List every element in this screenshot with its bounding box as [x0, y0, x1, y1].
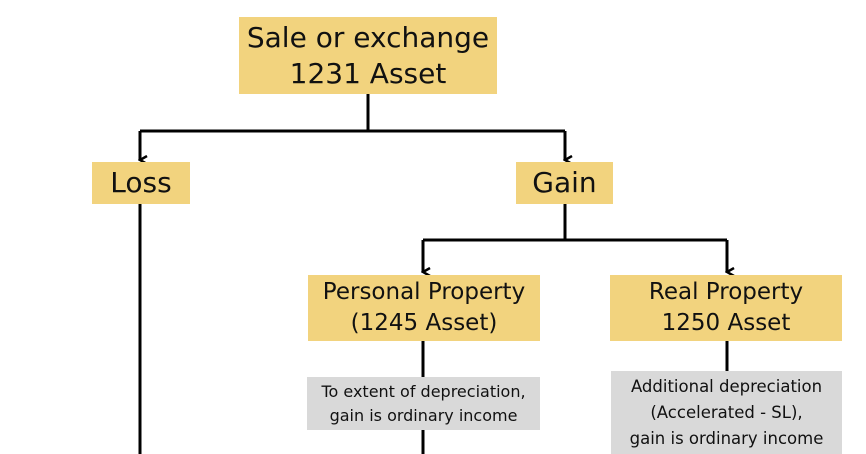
- note-personal-property-ordinary-income: To extent of depreciation, gain is ordin…: [307, 377, 540, 430]
- note-real-line-2: (Accelerated - SL),: [650, 402, 803, 422]
- note-real-line-3: gain is ordinary income: [629, 428, 824, 448]
- node-real-line-1: Real Property: [648, 279, 804, 305]
- node-gain: Gain: [516, 162, 613, 204]
- node-real-property: Real Property 1250 Asset: [610, 275, 842, 341]
- node-root-line-1: Sale or exchange: [246, 20, 490, 54]
- node-real-line-2: 1250 Asset: [661, 310, 791, 336]
- node-root-line-2: 1231 Asset: [289, 56, 447, 90]
- note-real-property-additional-depreciation: Additional depreciation (Accelerated - S…: [611, 371, 842, 454]
- node-loss-label: Loss: [110, 166, 172, 199]
- node-sale-or-exchange: Sale or exchange 1231 Asset: [239, 17, 497, 94]
- node-personal-line-1: Personal Property: [322, 279, 526, 305]
- note-real-line-1: Additional depreciation: [630, 376, 823, 396]
- node-personal-property: Personal Property (1245 Asset): [308, 275, 540, 341]
- node-loss: Loss: [92, 162, 190, 204]
- note-personal-line-2: gain is ordinary income: [329, 405, 518, 425]
- node-personal-line-2: (1245 Asset): [350, 310, 498, 336]
- node-gain-label: Gain: [532, 166, 597, 199]
- note-personal-line-1: To extent of depreciation,: [321, 381, 526, 401]
